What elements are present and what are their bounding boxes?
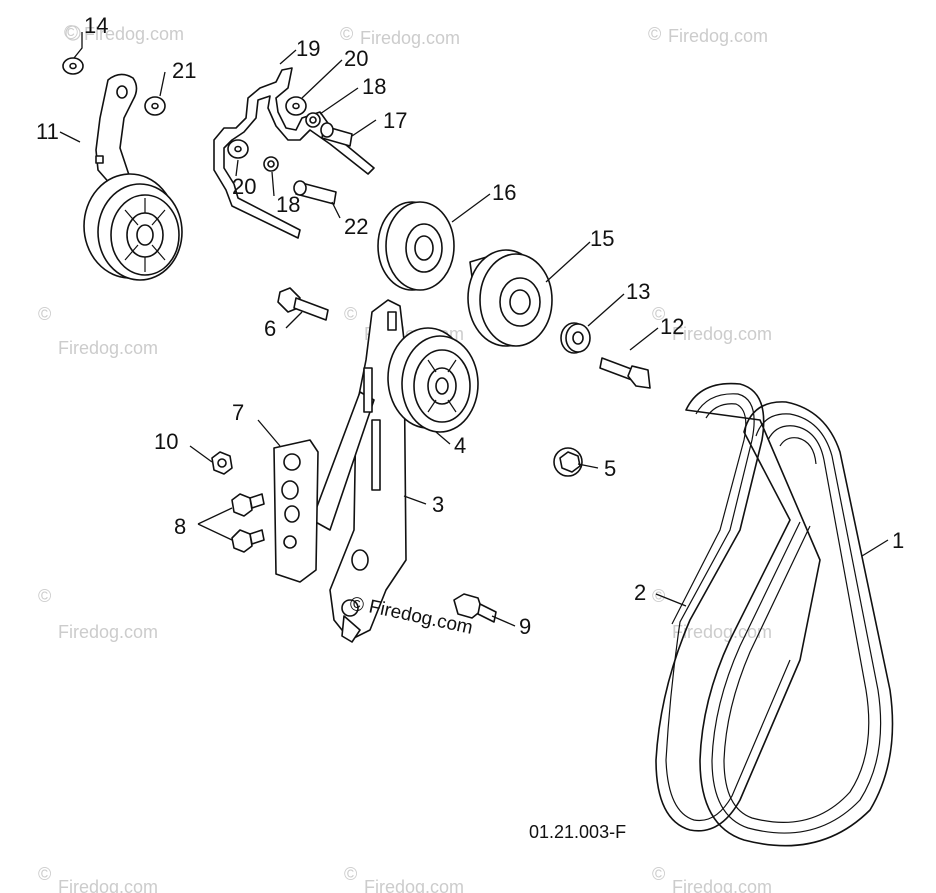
idler-arm-part-11 — [95, 73, 138, 187]
washer-part-14 — [62, 57, 84, 75]
watermark: © Firedog.com — [64, 23, 184, 44]
clip-part-18 — [305, 112, 321, 128]
callout-9: 9 — [519, 614, 531, 639]
pulley-part-16 — [377, 201, 455, 291]
drawing-code: 01.21.003-F — [529, 822, 626, 842]
callout-15: 15 — [590, 226, 614, 251]
svg-text:Firedog.com: Firedog.com — [84, 24, 184, 44]
callout-6: 6 — [264, 316, 276, 341]
svg-text:©: © — [64, 23, 78, 44]
svg-text:©: © — [344, 864, 357, 884]
callout-21: 21 — [172, 58, 196, 83]
watermark: © Firedog.com — [38, 864, 158, 893]
watermark: © Firedog.com — [652, 864, 772, 893]
callout-12: 12 — [660, 314, 684, 339]
watermark: © Firedog.com — [652, 304, 772, 344]
callout-20: 20 — [344, 46, 368, 71]
svg-text:©: © — [652, 864, 665, 884]
callout-3: 3 — [432, 492, 444, 517]
svg-text:Firedog.com: Firedog.com — [668, 26, 768, 46]
callout-5: 5 — [604, 456, 616, 481]
washer-part-21 — [144, 96, 166, 116]
watermark: © Firedog.com — [38, 304, 158, 358]
watermark: © Firedog.com — [652, 586, 772, 642]
svg-text:©: © — [652, 586, 665, 606]
washer-part-20 — [285, 96, 307, 116]
watermark: © Firedog.com — [344, 864, 464, 893]
spacer-part-13 — [560, 322, 591, 354]
pin-part-22 — [293, 180, 337, 205]
bolt-part-8 — [231, 493, 265, 517]
svg-text:Firedog.com: Firedog.com — [672, 622, 772, 642]
svg-text:Firedog.com: Firedog.com — [360, 28, 460, 48]
belt-part-2 — [655, 382, 821, 832]
svg-text:©: © — [648, 24, 661, 44]
callout-11: 11 — [36, 119, 59, 144]
svg-text:©: © — [350, 595, 364, 616]
svg-text:Firedog.com: Firedog.com — [58, 877, 158, 893]
callout-16: 16 — [492, 180, 516, 205]
callout-13: 13 — [626, 279, 650, 304]
svg-text:©: © — [340, 24, 353, 44]
callout-14: 14 — [84, 13, 108, 38]
bolt-part-8 — [231, 529, 265, 553]
svg-text:©: © — [344, 304, 357, 324]
bracket-part-3 — [311, 299, 407, 643]
callout-18: 18 — [276, 192, 300, 217]
pulley-part-15 — [467, 249, 553, 347]
callout-8: 8 — [174, 514, 186, 539]
callout-labels: 14 21 11 19 20 18 17 20 18 22 16 15 13 1… — [36, 13, 904, 639]
svg-text:©: © — [38, 304, 51, 324]
watermark: © Firedog.com — [648, 24, 768, 46]
pin-part-17 — [320, 122, 353, 147]
svg-text:©: © — [38, 864, 51, 884]
svg-text:©: © — [652, 304, 665, 324]
callout-20: 20 — [232, 174, 256, 199]
callout-17: 17 — [383, 108, 407, 133]
watermark: © Firedog.com — [340, 24, 460, 48]
clip-part-18 — [263, 156, 279, 172]
svg-text:Firedog.com: Firedog.com — [58, 622, 158, 642]
callout-22: 22 — [344, 214, 368, 239]
nut-part-5 — [553, 447, 583, 477]
svg-text:Firedog.com: Firedog.com — [364, 877, 464, 893]
callout-18: 18 — [362, 74, 386, 99]
callout-10: 10 — [154, 429, 178, 454]
callout-2: 2 — [634, 580, 646, 605]
bolt-part-9 — [453, 593, 497, 623]
bolt-part-12 — [599, 357, 651, 389]
nut-part-10 — [211, 451, 233, 475]
leader-lines — [59, 32, 889, 627]
svg-text:Firedog.com: Firedog.com — [672, 324, 772, 344]
svg-text:Firedog.com: Firedog.com — [672, 877, 772, 893]
pulley-part-4 — [387, 327, 479, 433]
bolt-part-6 — [277, 287, 329, 321]
callout-19: 19 — [296, 36, 320, 61]
idler-pulley-part-11 — [83, 173, 183, 281]
washer-part-20 — [227, 139, 249, 159]
belt-part-1 — [699, 401, 894, 847]
svg-text:Firedog.com: Firedog.com — [58, 338, 158, 358]
svg-text:©: © — [38, 586, 51, 606]
watermark: © Firedog.com — [38, 586, 158, 642]
callout-4: 4 — [454, 433, 466, 458]
callout-1: 1 — [892, 528, 904, 553]
callout-7: 7 — [232, 400, 244, 425]
plate-part-7 — [273, 439, 319, 583]
